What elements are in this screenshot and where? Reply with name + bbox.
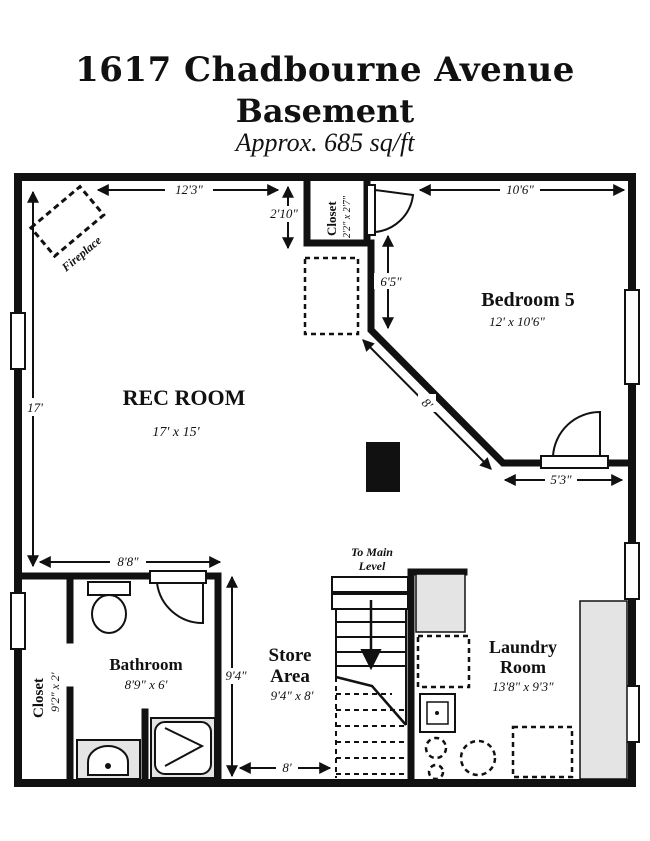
dim-bedroom-bottom: 5'3" <box>550 472 572 487</box>
stairs-label-line1: To Main <box>351 545 393 559</box>
rec-room-size: 17' x 15' <box>152 425 200 440</box>
dim-nook-depth: 2'10" <box>270 206 298 221</box>
dim-bedroom-wall: 6'5" <box>380 274 402 289</box>
laundry-name-line2: Room <box>500 657 546 677</box>
bedroom-size: 12' x 10'6" <box>489 314 545 329</box>
rec-room-name: REC ROOM <box>123 385 246 410</box>
dimension-label-backgrounds <box>24 181 577 776</box>
plan-address-title: 1617 Chadbourne Avenue <box>75 50 575 90</box>
dim-store-height: 9'4" <box>225 668 247 683</box>
dim-rec-height: 17' <box>27 400 43 415</box>
stairs <box>331 576 409 778</box>
stairs-label-line2: Level <box>358 559 386 573</box>
closet-top-size: 2'2" x 2'7" <box>342 195 353 238</box>
plan-area-subtitle: Approx. 685 sq/ft <box>235 128 415 157</box>
plan-level-title: Basement <box>235 92 415 130</box>
support-column <box>366 442 400 492</box>
dim-bath-width: 8'8" <box>117 554 139 569</box>
fireplace: Fireplace <box>28 184 106 275</box>
dim-store-width: 8' <box>282 760 292 775</box>
laundry-name-line1: Laundry <box>489 637 557 657</box>
closet-left-name: Closet <box>31 678 47 718</box>
bathroom-fixtures <box>76 581 216 780</box>
dim-rec-width: 12'3" <box>175 182 203 197</box>
store-area-name-line1: Store <box>269 645 312 666</box>
bathroom-name: Bathroom <box>109 655 182 674</box>
bedroom-name: Bedroom 5 <box>481 289 575 311</box>
store-area-size: 9'4" x 8' <box>271 688 314 703</box>
doors <box>149 184 609 625</box>
laundry-size: 13'8" x 9'3" <box>492 679 554 694</box>
laundry-fixtures <box>415 573 628 780</box>
closet-top-name: Closet <box>324 201 339 236</box>
dashed-fixtures <box>303 256 574 781</box>
exterior-walls <box>14 173 636 787</box>
windows <box>10 289 640 743</box>
dim-bedroom-width: 10'6" <box>506 182 534 197</box>
store-area-name-line2: Area <box>270 666 310 687</box>
bathroom-size: 8'9" x 6' <box>125 677 168 692</box>
fireplace-label: Fireplace <box>58 233 105 275</box>
closet-left-size: 9'2" x 2' <box>48 672 62 712</box>
